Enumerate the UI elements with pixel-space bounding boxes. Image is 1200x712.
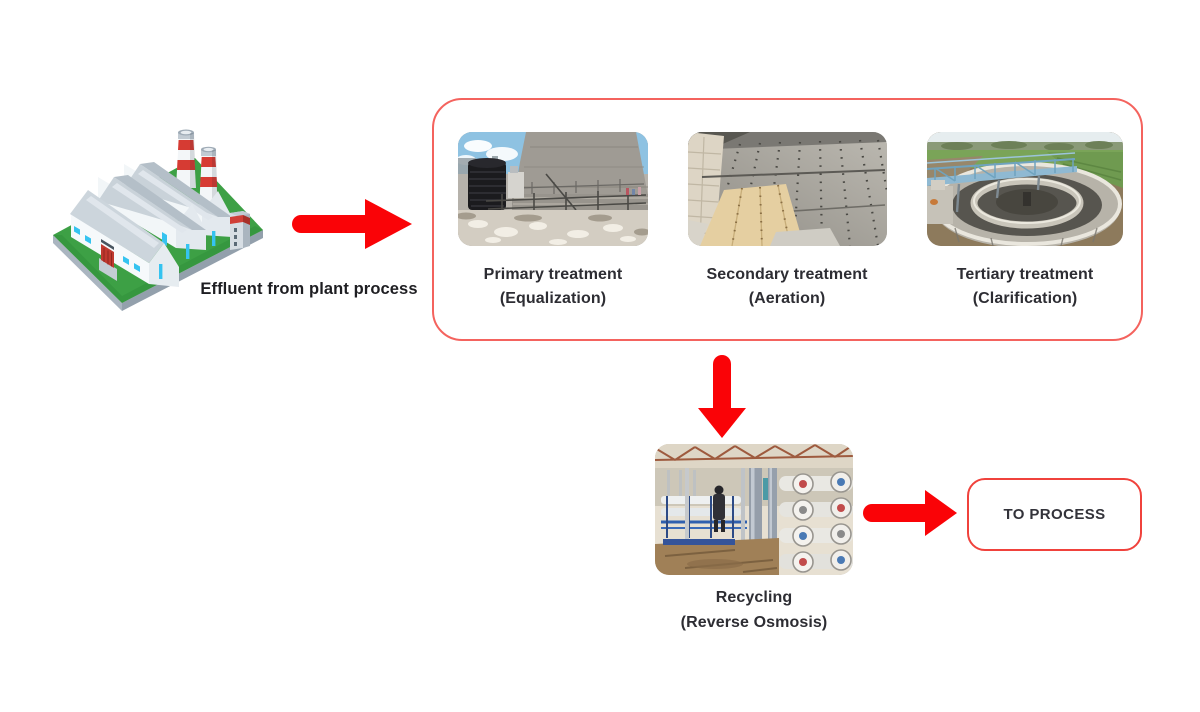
stage-subtitle: (Aeration) [748, 290, 826, 307]
photo4-floor [655, 538, 779, 575]
photo2-diffuser-rows [708, 139, 887, 246]
to-process-box: TO PROCESS [967, 478, 1142, 551]
photo1-concrete-tank-wall [512, 132, 648, 210]
platform-slab-right [122, 230, 263, 311]
photo4-person [713, 485, 725, 532]
chimney-2 [199, 146, 218, 210]
factory-illustration [53, 129, 263, 311]
stage-subtitle: (Equalization) [499, 290, 607, 307]
reverse-osmosis-photo [655, 444, 853, 575]
photo4-membrane-rack [779, 471, 853, 573]
flow-arrow-down [698, 355, 746, 438]
flow-arrow-right-2 [863, 490, 957, 536]
clarification-photo [927, 132, 1123, 246]
stage-title: Secondary treatment [706, 266, 868, 283]
photo3-bridge [927, 152, 1077, 213]
stage-caption-secondary: Secondary treatment (Aeration) [677, 263, 897, 311]
factory-shed-2 [98, 175, 206, 259]
stage-title: Tertiary treatment [956, 266, 1094, 283]
recycling-subtitle: (Reverse Osmosis) [680, 614, 828, 631]
aeration-photo [688, 132, 887, 246]
stage-title: Primary treatment [483, 266, 623, 283]
flow-arrow-right-1 [292, 199, 412, 249]
source-label: Effluent from plant process [200, 280, 418, 298]
factory-tower [230, 211, 250, 250]
chimney-1 [176, 129, 196, 188]
photo1-railing [517, 179, 645, 194]
platform-slab-left [53, 235, 122, 311]
photo1-black-tank [468, 158, 506, 210]
stage-caption-primary: Primary treatment (Equalization) [443, 263, 663, 311]
stage-subtitle: (Clarification) [972, 290, 1078, 307]
to-process-label: TO PROCESS [1003, 506, 1106, 523]
recycling-caption: Recycling (Reverse Osmosis) [644, 585, 864, 635]
stage-caption-tertiary: Tertiary treatment (Clarification) [915, 263, 1135, 311]
photo2-plywood [700, 184, 804, 246]
equalization-photo [458, 132, 648, 246]
recycling-title: Recycling [715, 589, 793, 606]
factory-shed-1 [70, 190, 179, 287]
photo4-vertical-pipe-2 [768, 468, 777, 575]
